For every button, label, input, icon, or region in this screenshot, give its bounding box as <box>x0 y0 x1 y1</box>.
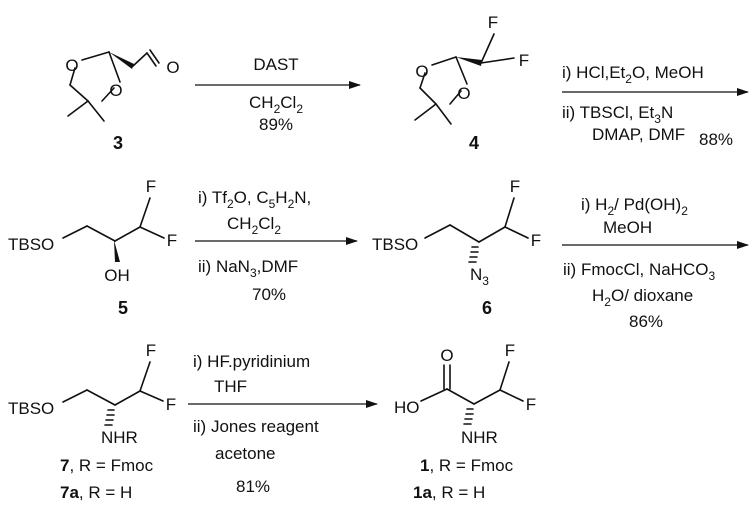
reagent-h2-pdoh2: i) H2/ Pd(OH)2 <box>581 195 688 218</box>
atom-nhr: NHR <box>461 428 498 447</box>
atom-f: F <box>146 177 156 196</box>
compound-1a-label: 1a, R = H <box>413 483 485 502</box>
reagent-fmoccl: ii) FmocCl, NaHCO3 <box>563 260 715 283</box>
atom-o: O <box>415 62 428 81</box>
reagent-dast: DAST <box>253 55 298 74</box>
compound-5-label: 5 <box>118 298 128 318</box>
atom-f: F <box>505 341 515 360</box>
atom-f: F <box>531 231 541 250</box>
atom-tbso: TBSO <box>8 399 54 418</box>
yield-70: 70% <box>252 285 286 304</box>
solvent-ch2cl2: CH2Cl2 <box>249 93 303 116</box>
compound-1-label: 1, R = Fmoc <box>420 456 514 475</box>
atom-o: O <box>65 56 78 75</box>
atom-tbso: TBSO <box>8 235 54 254</box>
atom-o: O <box>457 84 470 103</box>
atom-f: F <box>510 177 520 196</box>
atom-tbso: TBSO <box>372 235 418 254</box>
yield-86: 86% <box>629 312 663 331</box>
atom-f: F <box>166 395 176 414</box>
reagent-nan3: ii) NaN3,DMF <box>198 257 298 280</box>
solvent-h2o-dioxane: H2O/ dioxane <box>592 286 693 309</box>
reagent-hf-pyridinium: i) HF.pyridinium <box>193 352 310 371</box>
compound-3-structure: O O O <box>65 49 180 122</box>
compound-4-label: 4 <box>469 133 479 153</box>
reagent-tbscl: ii) TBSCl, Et3N <box>562 103 673 126</box>
atom-o: O <box>440 346 453 365</box>
compound-5-structure: TBSO OH F F <box>8 177 177 285</box>
compound-7-label: 7, R = Fmoc <box>60 456 154 475</box>
compound-6-structure: TBSO N3 F F <box>372 177 541 288</box>
solvent-meoh: MeOH <box>603 218 652 237</box>
solvent-acetone: acetone <box>215 444 276 463</box>
atom-oh: OH <box>104 266 130 285</box>
compound-7a-label: 7a, R = H <box>60 483 132 502</box>
compound-6-label: 6 <box>482 298 492 318</box>
atom-ho: HO <box>394 398 420 417</box>
atom-f: F <box>488 13 498 32</box>
compound-4-structure: O O F F <box>414 13 529 125</box>
compound-7-structure: TBSO NHR F F <box>8 341 176 447</box>
atom-f: F <box>167 231 177 250</box>
compound-1-structure: HO O NHR F F <box>394 341 536 447</box>
solvent-ch2cl2: CH2Cl2 <box>227 214 281 237</box>
yield-88: 88% <box>699 130 733 149</box>
atom-o: O <box>109 81 122 100</box>
reagent-hcl: i) HCl,Et2O, MeOH <box>562 63 704 86</box>
atom-n3: N3 <box>470 265 489 288</box>
solvent-thf: THF <box>214 377 247 396</box>
atom-f: F <box>146 341 156 360</box>
compound-3-label: 3 <box>113 133 123 153</box>
yield-81: 81% <box>236 477 270 496</box>
atom-f: F <box>519 51 529 70</box>
atom-nhr: NHR <box>101 428 138 447</box>
reagent-jones: ii) Jones reagent <box>193 417 319 436</box>
atom-o: O <box>166 58 179 77</box>
reagent-tf2o: i) Tf2O, C5H2N, <box>198 188 311 211</box>
yield-89: 89% <box>259 115 293 134</box>
atom-f: F <box>526 395 536 414</box>
reagent-dmap: DMAP, DMF <box>592 125 685 144</box>
